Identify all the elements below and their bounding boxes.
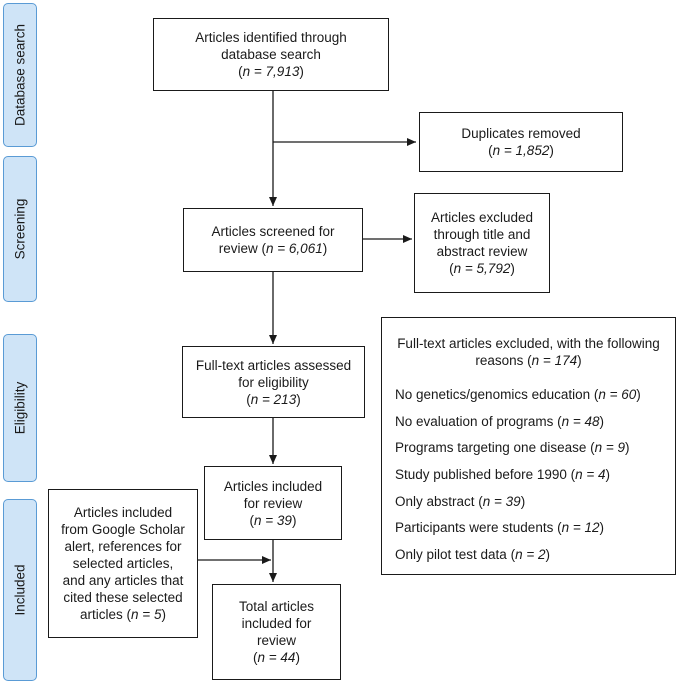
stage-screening: Screening xyxy=(3,156,37,302)
box-text: Full-text articles assessed xyxy=(195,357,352,373)
exclusion-reason: No evaluation of programs (n = 48) xyxy=(395,413,605,429)
box-text: alert, references for xyxy=(64,539,182,554)
box-text: review xyxy=(256,633,296,648)
exclusion-reason: Only abstract (n = 39) xyxy=(395,493,526,509)
box-text: Articles included xyxy=(73,505,173,520)
box-total-included: Total articles included for review (n = … xyxy=(212,584,341,680)
stage-database-search: Database search xyxy=(3,3,37,147)
box-text: through title and xyxy=(433,227,531,242)
box-google-scholar: Articles included from Google Scholar al… xyxy=(48,489,198,638)
box-count: articles (n = 5) xyxy=(80,607,166,622)
box-fulltext-assessed: Full-text articles assessed for eligibil… xyxy=(182,346,365,418)
box-text: database search xyxy=(221,47,321,62)
count-value: n = 5 xyxy=(131,607,162,622)
count-value: n = 213 xyxy=(250,391,297,407)
box-count: review (n = 6,061) xyxy=(218,241,328,256)
count-value: n = 44 xyxy=(257,650,296,665)
box-count: (n = 1,852) xyxy=(488,143,554,158)
box-text: from Google Scholar xyxy=(61,522,185,537)
stage-included: Included xyxy=(3,499,37,681)
box-text: Duplicates removed xyxy=(461,126,581,141)
exclusion-reason: Study published before 1990 (n = 4) xyxy=(395,467,611,483)
box-text: Total articles xyxy=(238,599,315,614)
box-text: Articles screened for xyxy=(211,224,335,239)
count-value: n = 7,913 xyxy=(242,64,300,79)
box-text: cited these selected xyxy=(63,590,183,605)
box-count: (n = 39) xyxy=(249,512,297,528)
exclusion-reason-list: No genetics/genomics education (n = 60) … xyxy=(395,386,641,573)
box-count: (n = 7,913) xyxy=(238,64,304,79)
exclusion-reason: Programs targeting one disease (n = 9) xyxy=(395,440,630,456)
count-value: n = 39 xyxy=(254,512,292,528)
exclusion-reason: Only pilot test data (n = 2) xyxy=(395,547,550,563)
box-count: (n = 213) xyxy=(246,391,301,407)
stage-eligibility: Eligibility xyxy=(3,334,37,482)
box-text: for eligibility xyxy=(238,374,309,390)
box-fulltext-excluded: Full-text articles excluded, with the fo… xyxy=(381,317,676,575)
box-screened: Articles screened for review (n = 6,061) xyxy=(183,208,363,272)
count-value: n = 6,061 xyxy=(266,241,323,256)
box-text: and any articles that xyxy=(62,573,184,588)
count-value: n = 1,852 xyxy=(492,143,550,158)
exclusion-reason: No genetics/genomics education (n = 60) xyxy=(395,387,641,402)
box-text: Articles excluded xyxy=(430,210,534,225)
box-text: Articles included xyxy=(223,478,323,494)
count-value: n = 174 xyxy=(531,353,578,368)
box-text: included for xyxy=(241,616,312,631)
box-included-review: Articles included for review (n = 39) xyxy=(204,466,342,540)
count-value: n = 5,792 xyxy=(453,261,511,276)
exclusion-reason: Participants were students (n = 12) xyxy=(395,520,605,536)
box-text: selected articles, xyxy=(72,556,174,571)
box-text: for review xyxy=(243,495,303,511)
box-duplicates: Duplicates removed (n = 1,852) xyxy=(419,112,623,172)
box-excluded-title-abstract: Articles excluded through title and abst… xyxy=(414,193,550,293)
box-text: Articles identified through xyxy=(195,30,347,45)
box-identified: Articles identified through database sea… xyxy=(153,18,389,91)
box-count: (n = 44) xyxy=(253,650,300,665)
exclusion-header: Full-text articles excluded, with the fo… xyxy=(397,336,660,368)
box-count: (n = 5,792) xyxy=(449,261,515,276)
box-text: abstract review xyxy=(436,244,528,259)
